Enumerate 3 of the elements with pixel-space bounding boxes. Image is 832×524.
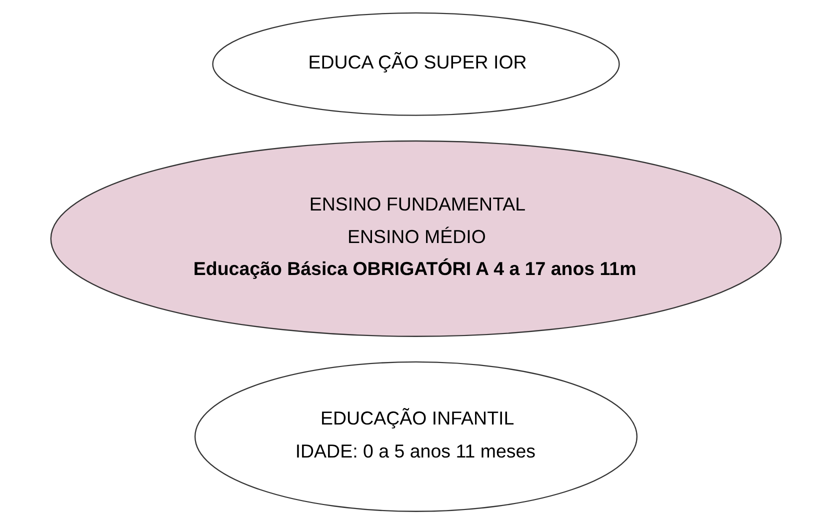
node-ellipse: EDUCAÇÃO INFANTIL IDADE: 0 a 5 anos 11 meses — [194, 361, 638, 512]
node-ellipse: EDUCA ÇÃO SUPER IOR — [212, 12, 620, 116]
node-ellipse: ENSINO FUNDAMENTAL ENSINO MÉDIO Educação Básica OBRIGATÓRI A 4 a 17 anos 11m — [50, 140, 782, 337]
